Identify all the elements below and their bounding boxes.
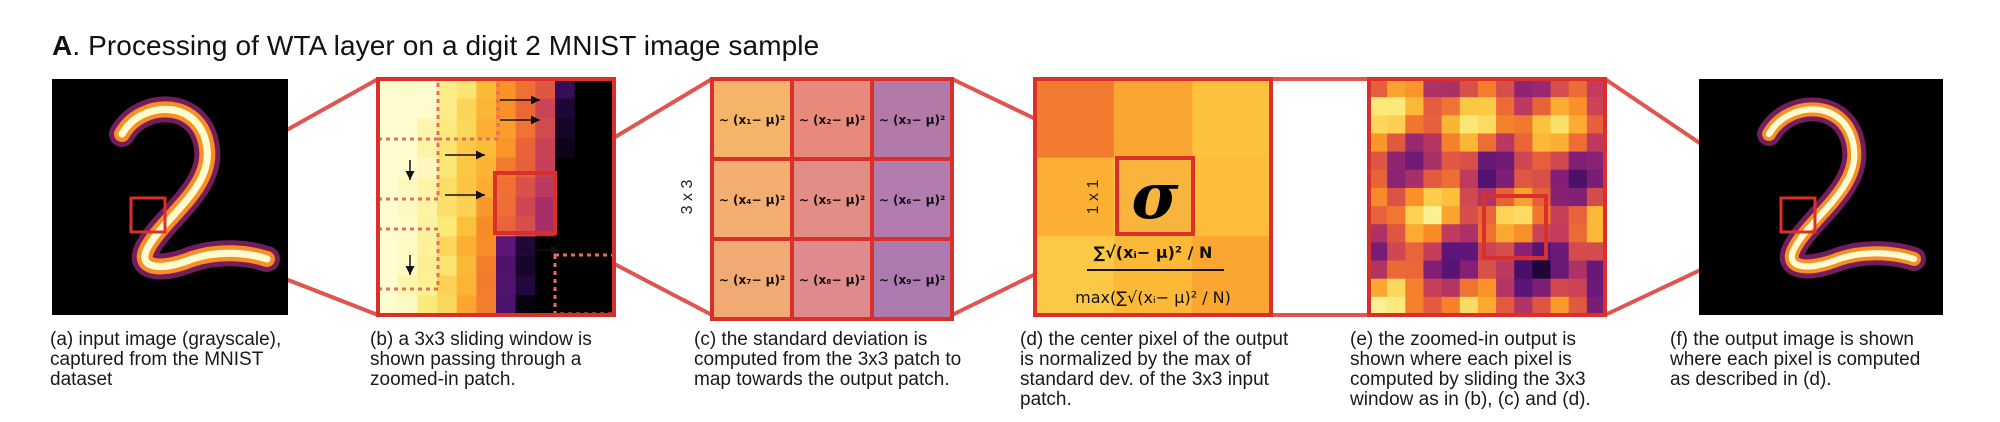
figure-title: A. Processing of WTA layer on a digit 2 …: [52, 30, 819, 62]
grid-label: 3 x 3: [679, 180, 696, 215]
output-center-pixel: [1115, 156, 1195, 236]
grid-cell: [870, 237, 954, 321]
sliding-arrows: [405, 95, 560, 275]
output-size-label: 1 x 1: [1085, 180, 1102, 215]
panel-c-std-grid: ∼ (x₁− μ)² ∼ (x₂− μ)² ∼ (x₃− μ)² ∼ (x₄− μ)²…: [679, 77, 954, 321]
caption-f: (f) the output image is shown where each…: [1670, 329, 1921, 390]
grid-cell-formula: ∼ (x₆− μ)²: [879, 193, 946, 207]
current-window: [493, 171, 557, 235]
caption-d: (d) the center pixel of the output is no…: [1020, 329, 1289, 410]
grid-cell-formula: ∼ (x₃− μ)²: [879, 113, 946, 127]
grid-cell-formula: ∼ (x₉− μ)²: [879, 273, 946, 287]
panel-f-output-image: [1699, 79, 1943, 315]
grid-cell-formula: ∼ (x₇− μ)²: [719, 273, 786, 287]
caption-a: (a) input image (grayscale), captured fr…: [50, 329, 282, 390]
panel-a-input-image: [52, 79, 288, 315]
output-patch-marker: [1779, 196, 1817, 234]
sliding-window-trail: [436, 77, 500, 141]
figure-diagram: ∼ (x₁− μ)² ∼ (x₂− μ)² ∼ (x₃− μ)² ∼ (x₄− μ)²…: [52, 77, 1943, 321]
grid-cell: [790, 77, 874, 161]
grid-cell-formula: ∼ (x₅− μ)²: [799, 193, 866, 207]
panel-b-zoomed-patch: [376, 77, 616, 317]
sigma-symbol: σ: [1131, 159, 1179, 234]
input-digit-2: [109, 96, 280, 280]
caption-e: (e) the zoomed-in output is shown where …: [1350, 329, 1591, 410]
figure-label: A: [52, 30, 73, 61]
input-patch-marker: [129, 196, 167, 234]
grid-cell: [710, 237, 794, 321]
grid-cell-formula: ∼ (x₄− μ)²: [719, 193, 786, 207]
panel-d-normalization: σ 1 x 1 ∑√(xᵢ− μ)² / N max(∑√(xᵢ− μ)² / …: [1033, 77, 1273, 317]
grid-cell: [790, 157, 874, 241]
grid-cell-formula: ∼ (x₂− μ)²: [799, 113, 866, 127]
formula-numerator: ∑√(xᵢ− μ)² / N: [1094, 243, 1213, 262]
caption-c: (c) the standard deviation is computed f…: [694, 329, 962, 390]
grid-cell: [710, 77, 794, 161]
grid-cell-formula: ∼ (x₁− μ)²: [719, 113, 786, 127]
grid-cell: [870, 77, 954, 161]
formula-denominator: max(∑√(xᵢ− μ)² / N): [1075, 288, 1231, 307]
figure-title-text: . Processing of WTA layer on a digit 2 M…: [72, 30, 820, 61]
output-digit-2: [1757, 97, 1926, 279]
grid-cell-formula: ∼ (x₈− μ)²: [799, 273, 866, 287]
output-window-marker: [1482, 194, 1548, 260]
caption-b: (b) a 3x3 sliding window is shown passin…: [370, 329, 592, 390]
panel-e-zoomed-output: [1367, 77, 1607, 317]
grid-cell: [790, 237, 874, 321]
